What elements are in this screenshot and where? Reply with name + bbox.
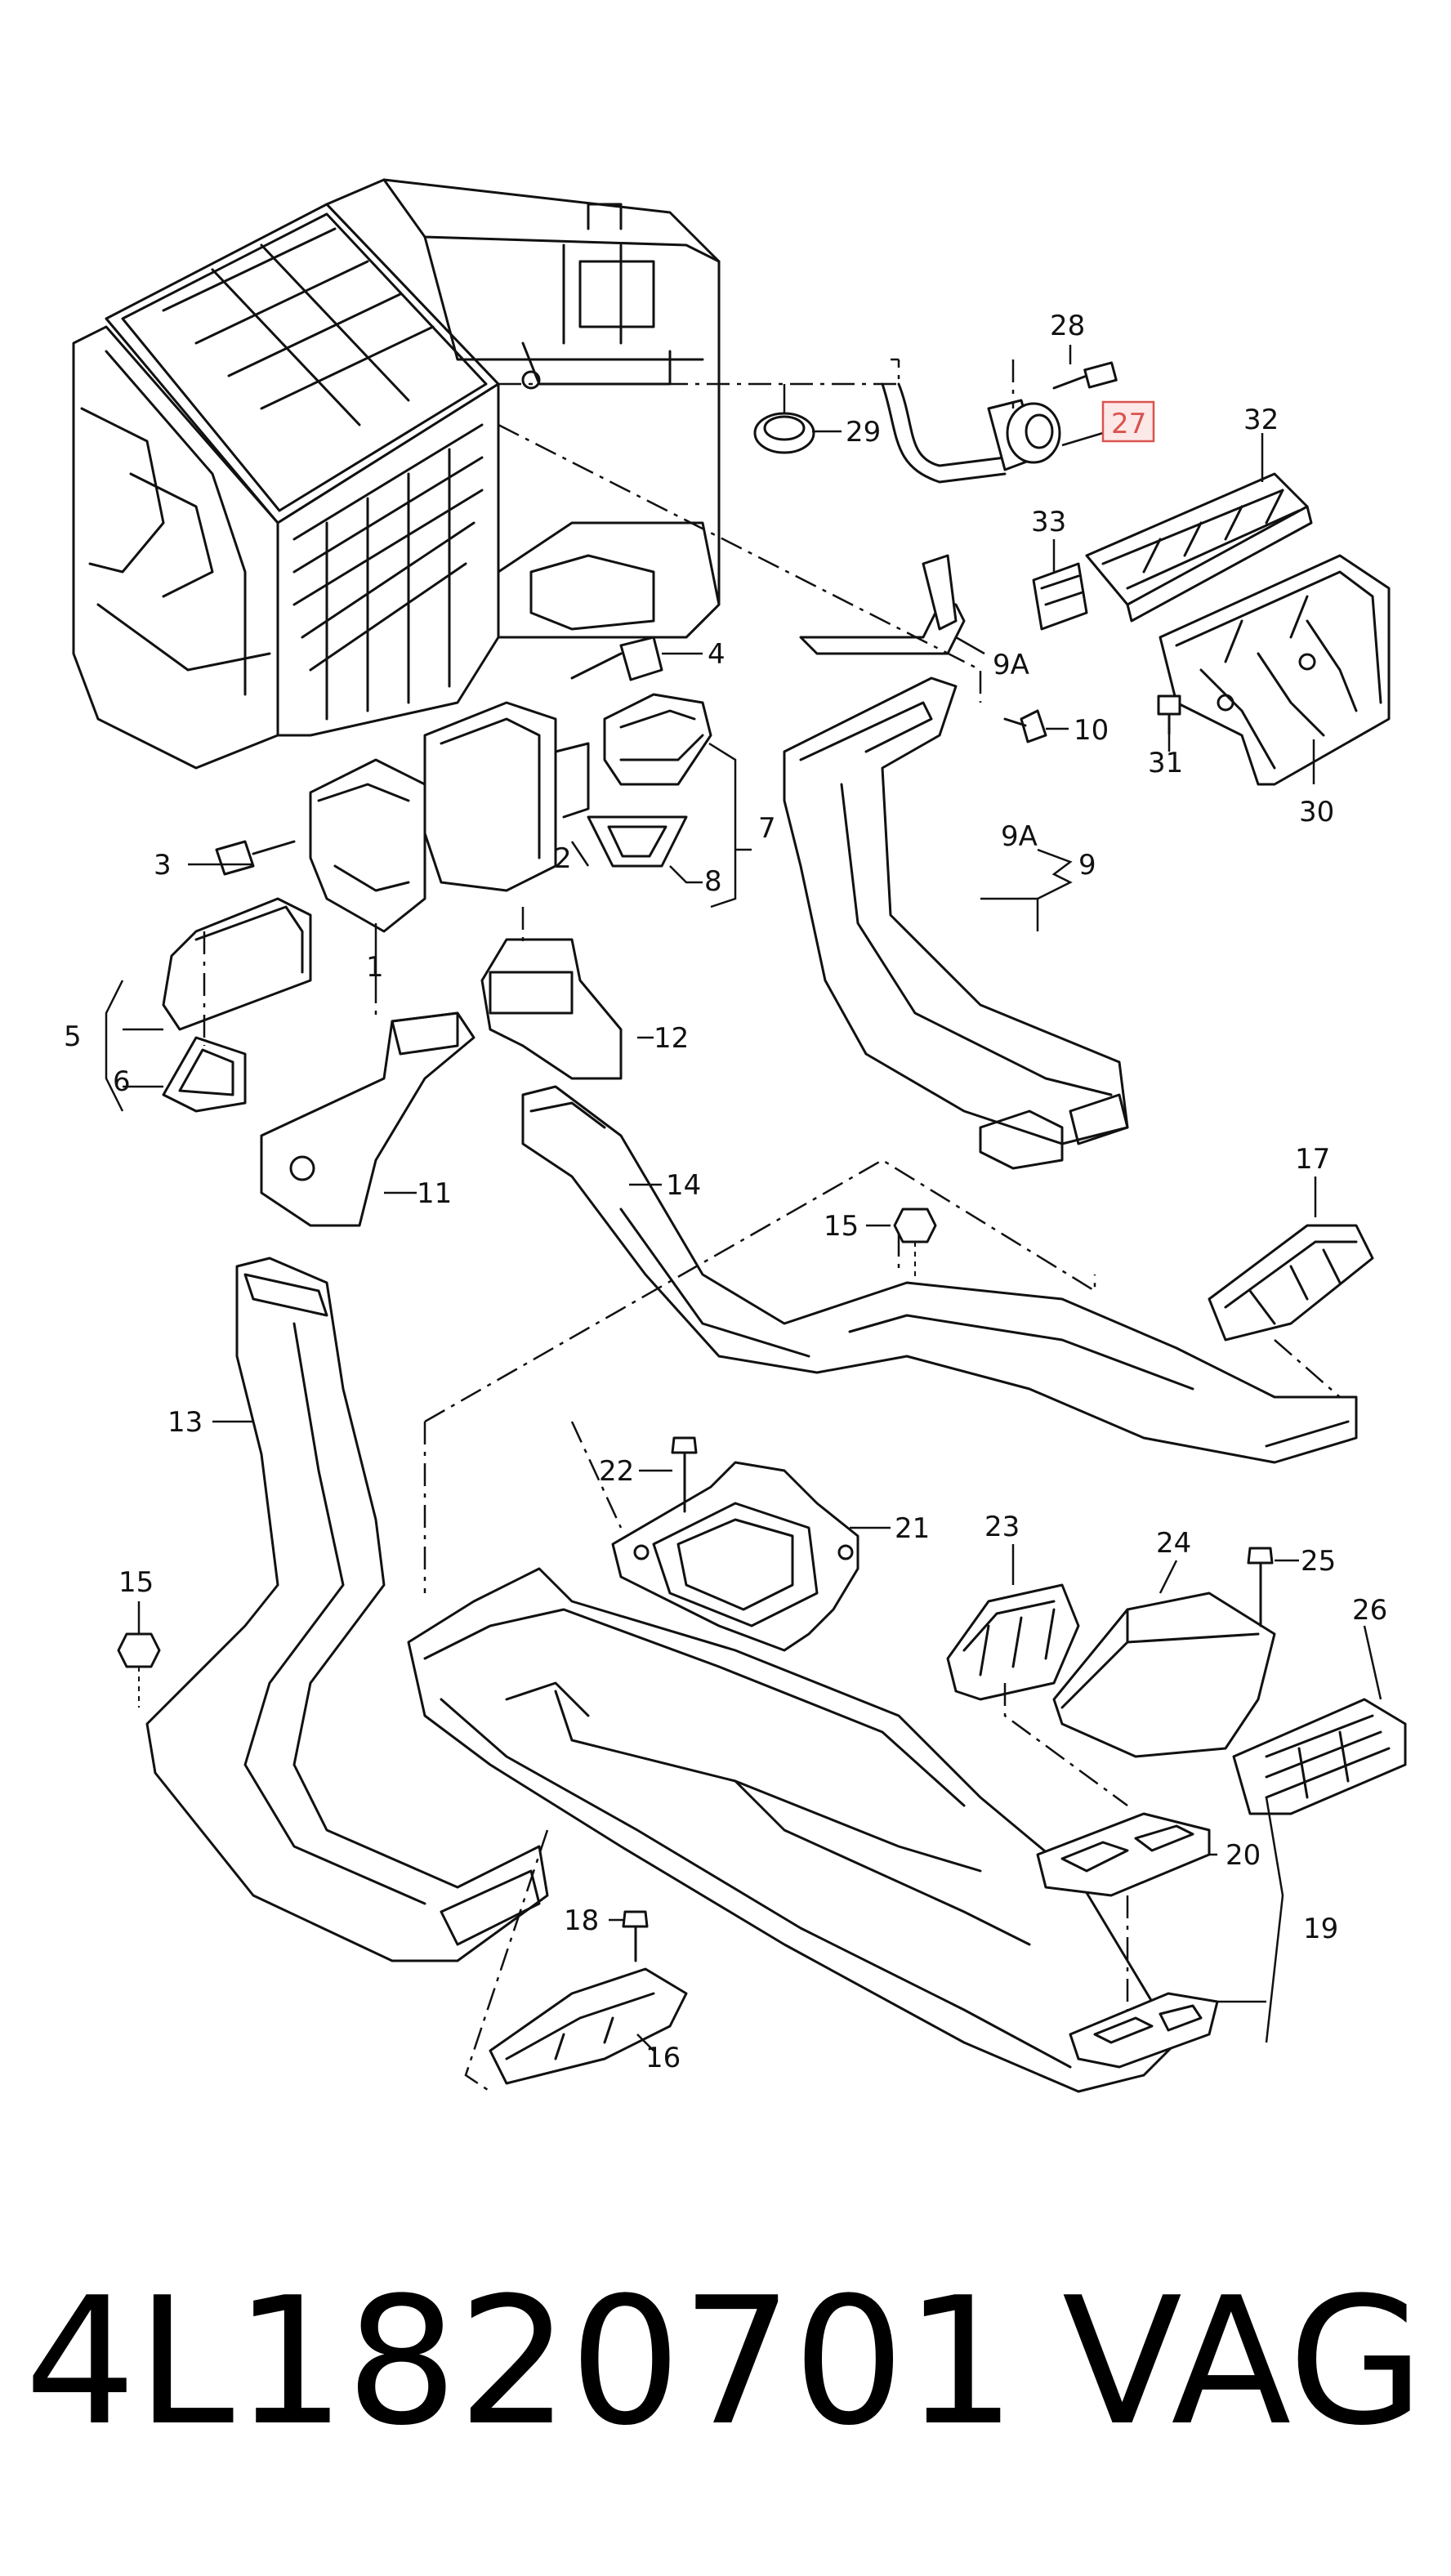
part-16-clip	[489, 1967, 688, 2085]
callout-3: 3	[154, 849, 172, 882]
callouts: 28 29 27 32 33 4 9A 10 31 30 3 2 7 8 9A …	[64, 310, 1387, 2074]
leader-lines	[105, 345, 1382, 2051]
callout-9A-lower: 9A	[1001, 820, 1038, 853]
part-25-screw	[1247, 1547, 1274, 1627]
part-23-vent	[946, 1583, 1080, 1701]
callout-8: 8	[704, 865, 722, 898]
callout-2: 2	[554, 842, 572, 875]
part-2-duct	[423, 701, 590, 892]
callout-4: 4	[708, 638, 726, 671]
callout-6: 6	[113, 1065, 131, 1098]
callout-20: 20	[1226, 1839, 1261, 1872]
part-32-vent	[1085, 472, 1313, 623]
part-6-gasket	[162, 1036, 247, 1113]
callout-18: 18	[564, 1904, 599, 1937]
callout-7: 7	[758, 812, 776, 845]
part-9A-seal	[799, 554, 966, 655]
callout-9: 9	[1078, 849, 1096, 882]
part-11-duct	[260, 1011, 475, 1227]
callout-24: 24	[1156, 1527, 1191, 1560]
part-33-actuator	[1032, 562, 1088, 631]
callout-23: 23	[984, 1511, 1020, 1543]
part-3-sensor	[215, 840, 296, 876]
part-4-sensor	[570, 636, 663, 681]
part-29-grommet	[753, 384, 815, 454]
part-12-duct	[480, 938, 623, 1080]
callout-12: 12	[654, 1022, 689, 1055]
callout-31: 31	[1148, 747, 1183, 779]
callout-21: 21	[895, 1512, 930, 1545]
footer: 4L1820701 VAG	[25, 2259, 1424, 2464]
callout-32: 32	[1243, 404, 1279, 436]
callout-9A: 9A	[993, 649, 1029, 681]
callout-13: 13	[167, 1406, 203, 1439]
callout-27-highlight	[1101, 400, 1155, 443]
heater-unit	[72, 178, 721, 770]
callout-26: 26	[1352, 1594, 1387, 1627]
callout-1: 1	[366, 951, 384, 984]
part-number: 4L1820701	[25, 2259, 1016, 2464]
callout-33: 33	[1031, 506, 1066, 538]
part-7-outlet	[603, 693, 712, 786]
callout-5: 5	[64, 1020, 82, 1053]
callout-27[interactable]: 27	[1111, 408, 1146, 440]
part-9-duct	[783, 676, 1129, 1170]
callout-17: 17	[1295, 1143, 1330, 1176]
callout-16: 16	[645, 2042, 681, 2074]
part-31-screw	[1157, 694, 1181, 735]
part-10-screw	[1003, 709, 1047, 743]
callout-30: 30	[1299, 796, 1334, 828]
callout-25: 25	[1301, 1545, 1336, 1578]
callout-11: 11	[417, 1177, 452, 1210]
part-18-screw	[622, 1910, 649, 1962]
reference-lines	[203, 358, 1341, 2093]
part-1-duct	[309, 758, 426, 933]
callout-15b: 15	[118, 1566, 154, 1599]
part-8-gasket	[587, 815, 688, 868]
part-5-duct	[162, 897, 312, 1031]
callout-15a: 15	[824, 1210, 859, 1243]
callout-29: 29	[846, 416, 881, 449]
part-17-vent	[1208, 1224, 1374, 1342]
part-14-duct	[521, 1085, 1358, 1464]
part-19-gasket	[1069, 1992, 1219, 2069]
part-21-bracket	[611, 1461, 859, 1652]
callout-14: 14	[666, 1169, 701, 1202]
part-13-duct	[145, 1257, 549, 1962]
part-27-sensor	[881, 361, 1118, 484]
part-22-screw	[671, 1436, 698, 1513]
callout-10: 10	[1074, 714, 1109, 747]
part-15-nut	[117, 1208, 937, 1708]
part-30-housing	[1159, 554, 1391, 786]
brand: VAG	[1062, 2259, 1424, 2464]
callout-28: 28	[1050, 310, 1085, 342]
callout-19: 19	[1303, 1913, 1338, 1945]
part-24-console	[1052, 1592, 1276, 1758]
part-20-gasket	[1036, 1812, 1211, 1897]
part-26-vent	[1232, 1698, 1407, 1815]
callout-22: 22	[599, 1455, 634, 1488]
